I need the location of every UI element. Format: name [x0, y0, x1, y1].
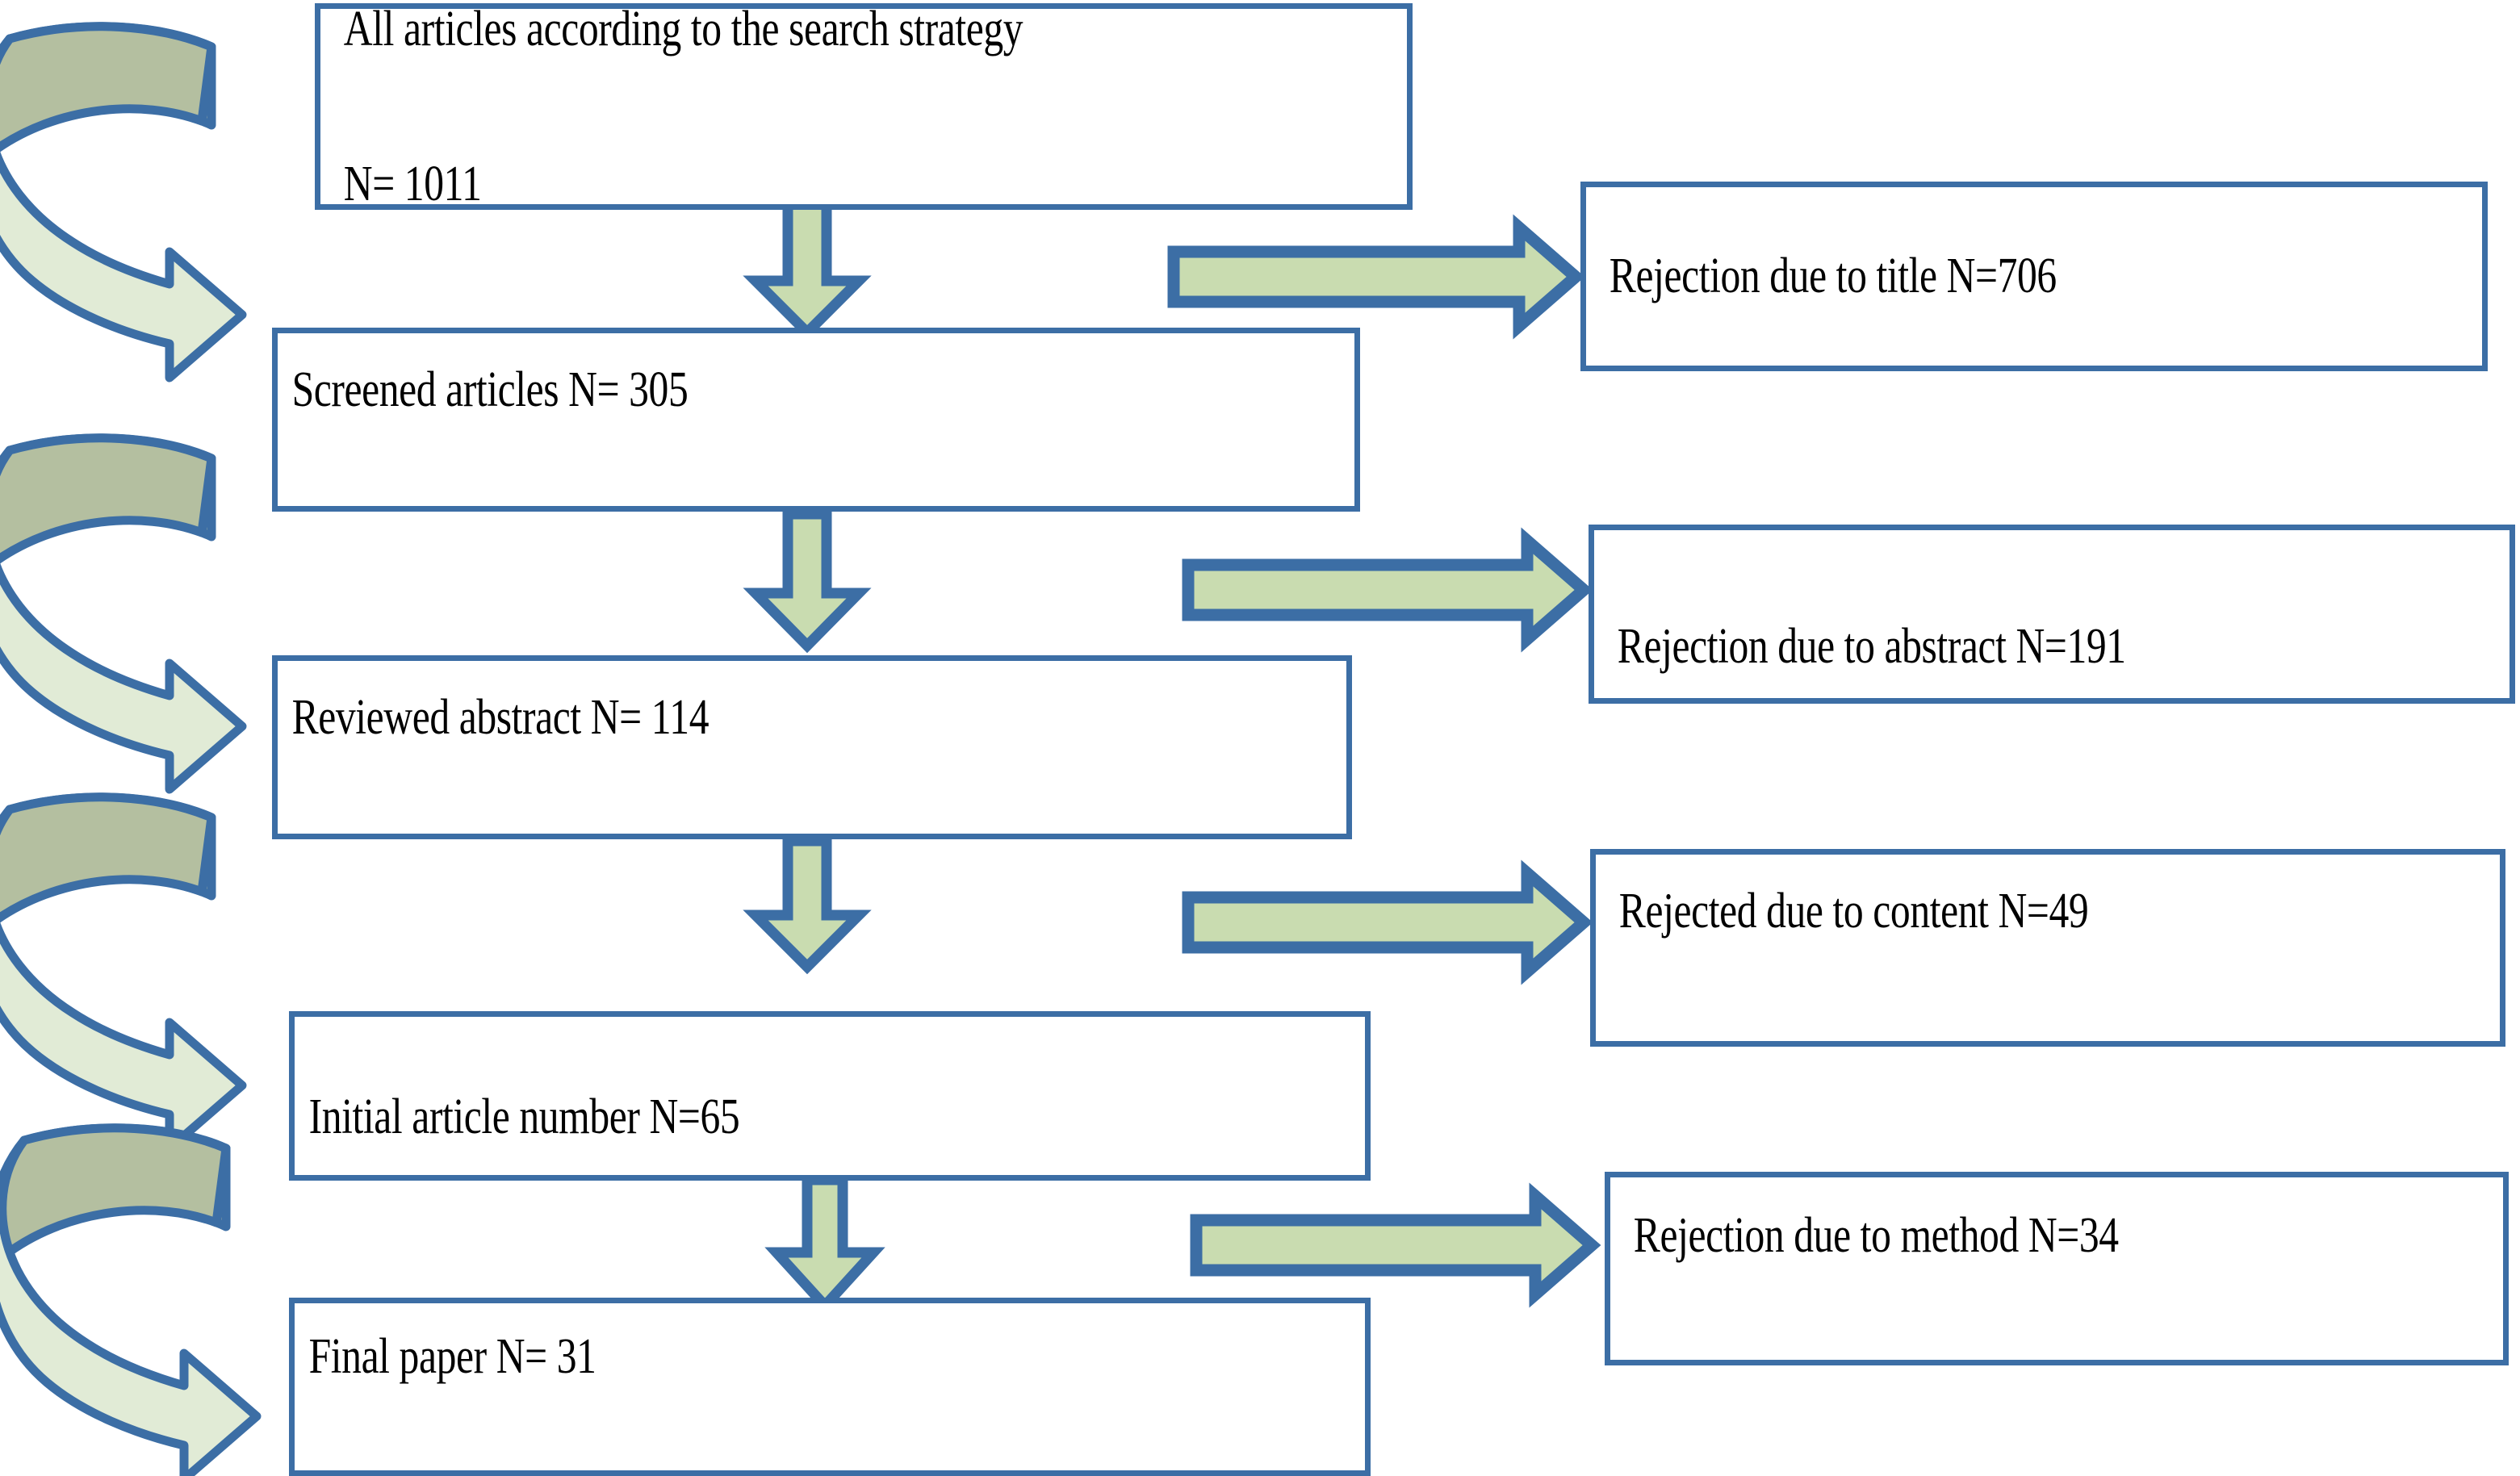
flow-box-all-articles[interactable]: All articles according to the search str…	[315, 2, 1413, 211]
flow-box-all-articles-label: All articles according to the search str…	[343, 1, 1023, 212]
flow-box-final-paper[interactable]: Final paper N= 31	[289, 1298, 1371, 1476]
flow-box-reviewed-abstract[interactable]: Reviewed abstract N= 114	[272, 655, 1352, 839]
flow-box-final-paper-label: Final paper N= 31	[308, 1329, 597, 1384]
flow-box-initial-article-number[interactable]: Initial article number N=65	[289, 1011, 1371, 1181]
rejection-box-content-label: Rejected due to content N=49	[1618, 884, 2089, 939]
rejection-box-abstract-label: Rejection due to abstract N=191	[1617, 618, 2126, 674]
flow-box-screened[interactable]: Screened articles N= 305	[272, 328, 1360, 512]
rejection-box-title[interactable]: Rejection due to title N=706	[1580, 182, 2488, 371]
rejection-box-content[interactable]: Rejected due to content N=49	[1590, 849, 2505, 1047]
rejection-box-method-label: Rejection due to method N=34	[1633, 1208, 2119, 1263]
flow-box-initial-article-number-label: Initial article number N=65	[308, 1089, 740, 1144]
curved-swoosh-arrow-1	[0, 22, 247, 383]
right-arrow-to-rejected-title	[1167, 214, 1585, 340]
curved-swoosh-arrow-4	[0, 1123, 262, 1476]
curved-swoosh-arrow-3	[0, 792, 247, 1153]
down-arrow-4	[764, 1174, 885, 1314]
curved-swoosh-arrow-2	[0, 433, 247, 794]
right-arrow-to-rejected-method	[1190, 1182, 1601, 1308]
flow-box-reviewed-abstract-label: Reviewed abstract N= 114	[291, 690, 710, 745]
down-arrow-2	[743, 508, 872, 654]
rejection-box-abstract[interactable]: Rejection due to abstract N=191	[1589, 525, 2515, 704]
down-arrow-3	[743, 835, 872, 975]
rejection-box-title-label: Rejection due to title N=706	[1609, 249, 2057, 304]
right-arrow-to-rejected-abstract	[1182, 527, 1593, 653]
right-arrow-to-rejected-content	[1182, 859, 1593, 985]
rejection-box-method[interactable]: Rejection due to method N=34	[1605, 1172, 2509, 1365]
flow-box-screened-label: Screened articles N= 305	[291, 362, 689, 417]
